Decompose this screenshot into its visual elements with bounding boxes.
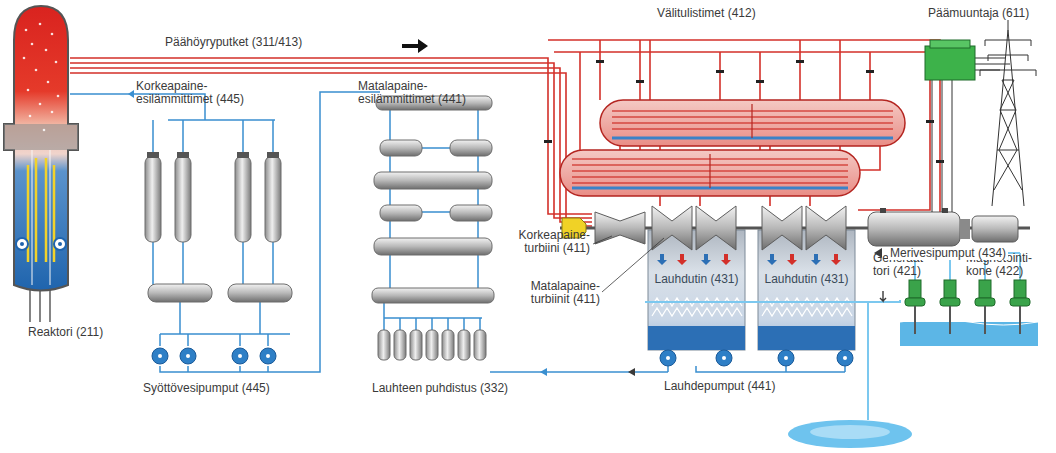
callout-label: Lauhdepumput (441) — [664, 380, 775, 393]
callout-label: Päämuuntaja (611) — [928, 7, 1029, 20]
callout-label: Merivesipumput (434) — [888, 247, 1008, 260]
callout-label: Matalapaine-turbiinit (411) — [510, 280, 600, 306]
callout-label: Korkeapaine-esilämmittimet (445) — [136, 80, 258, 106]
condenser-label: Lauhdutin (431) — [762, 272, 851, 286]
callout-label: Välitulistimet (412) — [657, 7, 756, 20]
callout-label: Lauhteen puhdistus (332) — [372, 382, 508, 395]
condenser-label: Lauhdutin (431) — [652, 272, 741, 286]
part-label: Reaktori (211) — [28, 326, 103, 339]
callout-label: Päähöyryputket (311/413) — [165, 36, 302, 49]
callout-label: Korkeapaine-turbiini (411) — [504, 229, 590, 255]
callout-label: Syöttövesipumput (445) — [143, 382, 270, 395]
callout-label: Matalapaine-esilämmittimet (441) — [358, 80, 480, 106]
condenser-box: Lauhdutin (431) — [758, 230, 855, 350]
condenser-box: Lauhdutin (431) — [648, 230, 745, 350]
